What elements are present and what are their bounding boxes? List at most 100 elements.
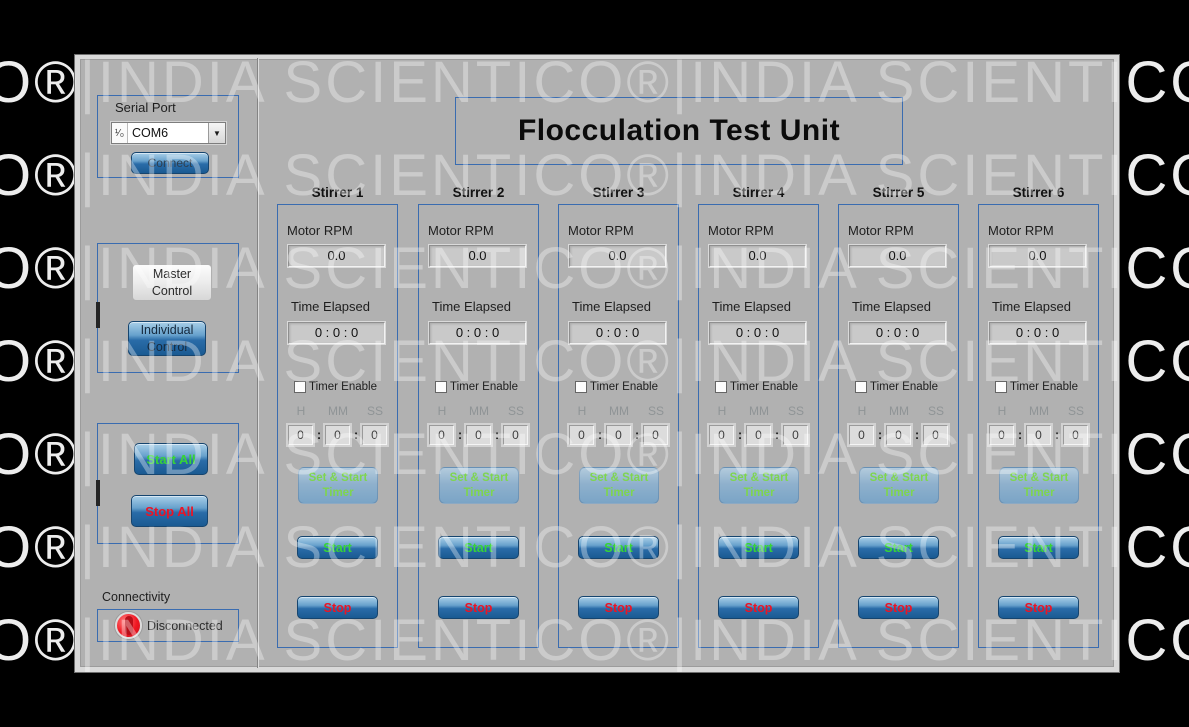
- motor-rpm-label: Motor RPM: [848, 223, 914, 238]
- seconds-label: SS: [1067, 404, 1084, 418]
- application-window: [75, 55, 1119, 672]
- master-control-button[interactable]: Master Control: [132, 264, 212, 301]
- motor-rpm-display: 0.0: [429, 245, 526, 267]
- master-control-label-line1: Master: [152, 267, 192, 282]
- set-start-timer-button[interactable]: Set & Start Timer: [719, 467, 799, 504]
- minutes-input[interactable]: 0: [466, 425, 491, 445]
- seconds-input[interactable]: 0: [362, 425, 387, 445]
- minutes-input[interactable]: 0: [325, 425, 350, 445]
- timer-enable-checkbox[interactable]: [575, 381, 587, 393]
- time-elapsed-display: 0 : 0 : 0: [709, 322, 806, 344]
- individual-control-label-line1: Individual: [140, 323, 194, 338]
- connect-button[interactable]: Connect: [131, 152, 209, 174]
- seconds-label: SS: [507, 404, 524, 418]
- set-timer-label-line2: Timer: [322, 486, 354, 499]
- timer-enable-label: Timer Enable: [450, 381, 518, 393]
- minutes-input[interactable]: 0: [886, 425, 911, 445]
- timer-enable-checkbox[interactable]: [294, 381, 306, 393]
- hours-input[interactable]: 0: [288, 425, 313, 445]
- connectivity-status: Disconnected: [147, 619, 223, 633]
- stop-button[interactable]: Stop: [858, 596, 939, 619]
- stop-button[interactable]: Stop: [578, 596, 659, 619]
- hours-input[interactable]: 0: [989, 425, 1014, 445]
- hours-input[interactable]: 0: [429, 425, 454, 445]
- serial-port-value: COM6: [132, 126, 169, 140]
- stop-button[interactable]: Stop: [998, 596, 1079, 619]
- set-timer-label-line1: Set & Start: [308, 471, 368, 484]
- all-stirrers-group: Start All Stop All: [96, 423, 239, 544]
- seconds-input[interactable]: 0: [643, 425, 668, 445]
- start-button[interactable]: Start: [297, 536, 378, 559]
- motor-rpm-label: Motor RPM: [988, 223, 1054, 238]
- start-button[interactable]: Start: [998, 536, 1079, 559]
- seconds-input[interactable]: 0: [923, 425, 948, 445]
- colon-separator: :: [597, 427, 603, 442]
- timer-enable-checkbox[interactable]: [435, 381, 447, 393]
- minutes-label: MM: [328, 404, 348, 418]
- hours-input[interactable]: 0: [849, 425, 874, 445]
- motor-rpm-label: Motor RPM: [568, 223, 634, 238]
- hours-label: H: [997, 404, 1007, 418]
- individual-control-label-line2: Control: [146, 339, 188, 354]
- start-button[interactable]: Start: [438, 536, 519, 559]
- dropdown-arrow-icon[interactable]: ▼: [208, 123, 225, 143]
- stirrer-title: Stirrer 3: [592, 185, 645, 200]
- hours-input[interactable]: 0: [569, 425, 594, 445]
- seconds-input[interactable]: 0: [1063, 425, 1088, 445]
- colon-separator: :: [634, 427, 640, 442]
- set-start-timer-button[interactable]: Set & Start Timer: [298, 467, 378, 504]
- master-control-label-line2: Control: [151, 283, 193, 298]
- seconds-input[interactable]: 0: [783, 425, 808, 445]
- hours-input[interactable]: 0: [709, 425, 734, 445]
- individual-control-button[interactable]: Individual Control: [128, 321, 206, 356]
- time-elapsed-display: 0 : 0 : 0: [989, 322, 1086, 344]
- motor-rpm-label: Motor RPM: [287, 223, 353, 238]
- set-timer-label-line2: Timer: [743, 486, 775, 499]
- stop-button[interactable]: Stop: [438, 596, 519, 619]
- stirrer-panel: Motor RPM 0.0 Time Elapsed 0 : 0 : 0 Tim…: [277, 204, 398, 648]
- start-button[interactable]: Start: [858, 536, 939, 559]
- minutes-input[interactable]: 0: [606, 425, 631, 445]
- motor-rpm-label: Motor RPM: [428, 223, 494, 238]
- serial-port-combobox[interactable]: ¹⁄₀ COM6 ▼: [111, 122, 226, 144]
- seconds-label: SS: [647, 404, 664, 418]
- serial-port-label: Serial Port: [115, 100, 176, 115]
- stop-all-button[interactable]: Stop All: [131, 495, 208, 527]
- colon-separator: :: [1017, 427, 1023, 442]
- stirrer-panel: Motor RPM 0.0 Time Elapsed 0 : 0 : 0 Tim…: [558, 204, 679, 648]
- start-all-button[interactable]: Start All: [134, 443, 208, 475]
- timer-enable-checkbox[interactable]: [995, 381, 1007, 393]
- timer-enable-checkbox[interactable]: [855, 381, 867, 393]
- start-button[interactable]: Start: [578, 536, 659, 559]
- minutes-label: MM: [749, 404, 769, 418]
- stirrer-panel: Motor RPM 0.0 Time Elapsed 0 : 0 : 0 Tim…: [698, 204, 819, 648]
- time-elapsed-label: Time Elapsed: [852, 299, 931, 314]
- stirrer-panel: Motor RPM 0.0 Time Elapsed 0 : 0 : 0 Tim…: [978, 204, 1099, 648]
- hours-label: H: [577, 404, 587, 418]
- minutes-label: MM: [469, 404, 489, 418]
- stirrer-title: Stirrer 1: [311, 185, 364, 200]
- stop-button[interactable]: Stop: [718, 596, 799, 619]
- timer-enable-checkbox[interactable]: [715, 381, 727, 393]
- seconds-input[interactable]: 0: [503, 425, 528, 445]
- stirrer-title: Stirrer 6: [1012, 185, 1065, 200]
- minutes-input[interactable]: 0: [1026, 425, 1051, 445]
- control-mode-group: Master Control Individual Control: [96, 243, 239, 373]
- connectivity-group: Disconnected: [97, 609, 239, 642]
- set-start-timer-button[interactable]: Set & Start Timer: [999, 467, 1079, 504]
- set-start-timer-button[interactable]: Set & Start Timer: [859, 467, 939, 504]
- colon-separator: :: [457, 427, 463, 442]
- start-button[interactable]: Start: [718, 536, 799, 559]
- time-elapsed-label: Time Elapsed: [572, 299, 651, 314]
- stop-button[interactable]: Stop: [297, 596, 378, 619]
- set-start-timer-button[interactable]: Set & Start Timer: [579, 467, 659, 504]
- set-start-timer-button[interactable]: Set & Start Timer: [439, 467, 519, 504]
- colon-separator: :: [877, 427, 883, 442]
- time-elapsed-display: 0 : 0 : 0: [849, 322, 946, 344]
- time-elapsed-label: Time Elapsed: [712, 299, 791, 314]
- minutes-input[interactable]: 0: [746, 425, 771, 445]
- stirrer-column: Stirrer 3 Motor RPM 0.0 Time Elapsed 0 :…: [558, 185, 679, 649]
- timer-enable-label: Timer Enable: [1010, 381, 1078, 393]
- colon-separator: :: [316, 427, 322, 442]
